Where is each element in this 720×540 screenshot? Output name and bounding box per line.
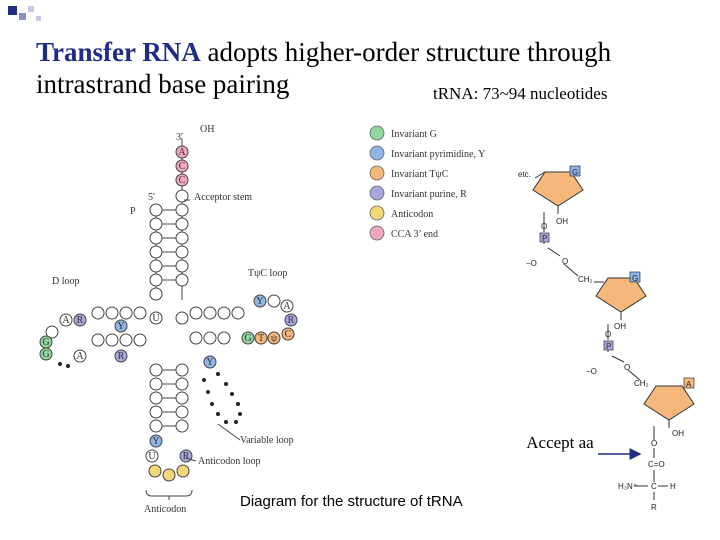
acceptor-stem-left	[149, 203, 163, 301]
tpsic-loop-label: TψC loop	[248, 268, 287, 279]
cca-base-a	[175, 145, 189, 159]
svg-text:O: O	[541, 222, 547, 231]
svg-text:G: G	[572, 168, 578, 177]
legend-labels: Invariant G Invariant pyrimidine, Y Inva…	[391, 129, 485, 240]
svg-text:−O: −O	[526, 259, 537, 268]
variable-loop-label: Variable loop	[240, 435, 294, 446]
svg-text:CCA 3’ end: CCA 3’ end	[391, 229, 438, 240]
svg-text:U: U	[148, 451, 156, 462]
variable-loop-dots	[58, 362, 242, 424]
svg-text:Invariant G: Invariant G	[391, 129, 437, 140]
trna-cloverleaf	[39, 138, 298, 482]
title-line2: intrastrand base pairing	[36, 69, 290, 99]
svg-text:G: G	[244, 333, 251, 344]
legend-swatch-purine	[369, 185, 385, 201]
svg-text:G: G	[632, 274, 638, 283]
d-arm	[39, 306, 147, 363]
phosphate-label: P	[130, 206, 136, 217]
svg-text:O: O	[562, 257, 568, 266]
svg-text:ψ: ψ	[271, 333, 278, 344]
svg-text:R: R	[118, 351, 125, 362]
three-prime-label: 3′	[176, 132, 183, 143]
svg-text:OH: OH	[672, 429, 684, 438]
oh-label: OH	[200, 124, 214, 135]
svg-text:Y: Y	[152, 436, 159, 447]
five-prime-label: 5′	[148, 192, 155, 203]
acceptor-stem-label: Acceptor stem	[194, 192, 252, 203]
accept-aa-label: Accept aa	[526, 433, 594, 452]
svg-text:C: C	[179, 175, 186, 186]
svg-text:−O: −O	[586, 367, 597, 376]
svg-text:CH₂: CH₂	[634, 379, 649, 388]
svg-text:A: A	[178, 147, 186, 158]
svg-text:R: R	[183, 451, 190, 462]
svg-text:P: P	[542, 234, 547, 243]
diagram-caption: Diagram for the structure of tRNA	[240, 493, 463, 510]
slide-title: Transfer RNA adopts higher-order structu…	[36, 36, 611, 100]
phosphates	[539, 165, 695, 389]
svg-text:etc.: etc.	[518, 170, 531, 179]
legend-swatch-invariant-g	[369, 125, 385, 141]
title-highlight: Transfer RNA	[36, 37, 201, 67]
svg-text:R: R	[651, 503, 657, 512]
svg-text:O: O	[605, 330, 611, 339]
d-loop-label: D loop	[52, 276, 80, 287]
cca-base-c2	[175, 173, 189, 187]
base-letters: A C C R A G G A Y R U G T ψ C Y A R Y Y …	[42, 147, 294, 462]
chem-labels: etc. G OH O P −O O CH₂ G OH O P −O O CH₂…	[518, 168, 692, 512]
svg-text:H₃N⁺: H₃N⁺	[618, 482, 637, 491]
svg-text:CH₂: CH₂	[578, 275, 593, 284]
svg-text:Invariant TψC: Invariant TψC	[391, 169, 449, 180]
svg-text:A: A	[283, 301, 291, 312]
svg-text:O: O	[624, 363, 630, 372]
legend-swatch-tpsic	[369, 165, 385, 181]
svg-text:Invariant pyrimidine, Y: Invariant pyrimidine, Y	[391, 149, 485, 160]
anticodon-loop-label: Anticodon loop	[198, 456, 261, 467]
svg-text:OH: OH	[614, 322, 626, 331]
svg-text:H: H	[670, 482, 676, 491]
acceptor-stem-right	[175, 189, 189, 287]
legend-swatch-pyrimidine	[369, 145, 385, 161]
title-rest: adopts higher-order structure through	[200, 37, 612, 67]
legend-swatch-anticodon	[369, 205, 385, 221]
svg-text:O: O	[651, 439, 657, 448]
chem-backbone	[532, 171, 695, 500]
svg-text:R: R	[288, 315, 295, 326]
svg-text:OH: OH	[556, 217, 568, 226]
svg-text:C=O: C=O	[648, 460, 665, 469]
nucleotide-count: tRNA: 73~94 nucleotides	[433, 84, 608, 103]
svg-text:Y: Y	[206, 357, 213, 368]
pairing-lines	[162, 209, 176, 427]
title-bullet-deco	[8, 6, 41, 21]
legend	[369, 125, 385, 241]
svg-text:C: C	[651, 482, 657, 491]
tpsic-arm	[189, 294, 298, 369]
svg-text:A: A	[76, 351, 84, 362]
legend-swatch-cca	[369, 225, 385, 241]
trna-labels: OH 3′ 5′ P Acceptor stem D loop TψC loop…	[52, 124, 294, 515]
svg-text:A: A	[62, 315, 70, 326]
svg-text:R: R	[77, 315, 84, 326]
svg-text:U: U	[152, 313, 160, 324]
svg-text:Anticodon: Anticodon	[391, 209, 433, 220]
svg-text:T: T	[258, 333, 264, 344]
svg-text:Y: Y	[117, 321, 124, 332]
anticodon-arm	[145, 363, 193, 482]
svg-text:A: A	[686, 380, 692, 389]
svg-text:G: G	[42, 349, 49, 360]
svg-text:P: P	[606, 342, 611, 351]
svg-text:Y: Y	[256, 296, 263, 307]
svg-text:C: C	[285, 329, 292, 340]
anticodon-label: Anticodon	[144, 504, 186, 515]
cca-base-c1	[175, 159, 189, 173]
svg-text:Invariant purine, R: Invariant purine, R	[391, 189, 467, 200]
svg-text:C: C	[179, 161, 186, 172]
svg-text:G: G	[42, 337, 49, 348]
